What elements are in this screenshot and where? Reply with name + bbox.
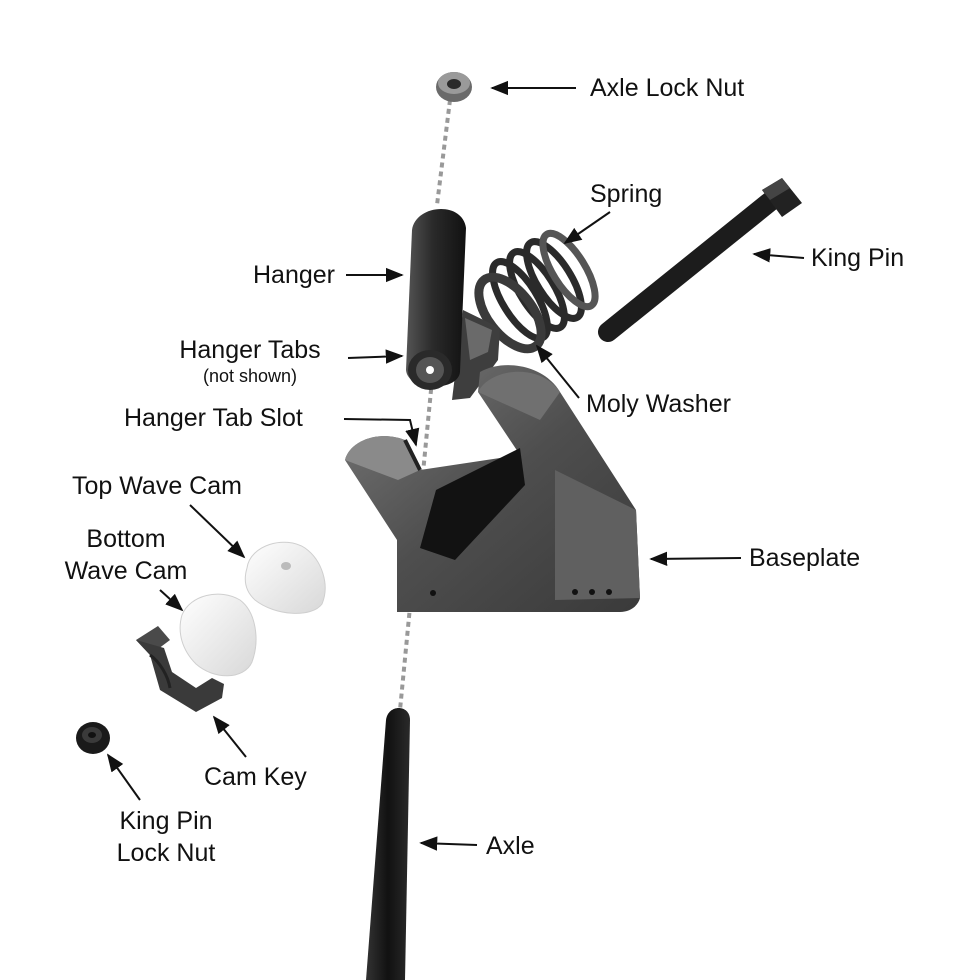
label-spring: Spring bbox=[590, 180, 663, 208]
bottom-wave-cam-part bbox=[179, 593, 257, 677]
label-baseplate: Baseplate bbox=[749, 544, 861, 572]
label-bottom-wave-cam: Bottom Wave Cam bbox=[56, 523, 196, 587]
axle-lock-nut-part bbox=[436, 72, 472, 102]
axle-axis-line bbox=[398, 99, 452, 711]
label-axle-lock-nut: Axle Lock Nut bbox=[590, 74, 745, 102]
label-hanger-tabs-note: (not shown) bbox=[202, 366, 298, 386]
label-hanger-tabs: Hanger Tabs (not shown) bbox=[170, 334, 330, 386]
label-bottom-wave-cam-line1: Bottom bbox=[86, 525, 166, 553]
baseplate-part bbox=[345, 365, 640, 612]
axle-part bbox=[366, 708, 410, 980]
label-king-pin-lock-nut-line1: King Pin bbox=[119, 807, 213, 835]
label-hanger-tab-slot: Hanger Tab Slot bbox=[124, 404, 303, 432]
cam-key-part bbox=[136, 626, 224, 712]
label-hanger: Hanger bbox=[253, 261, 335, 289]
label-king-pin: King Pin bbox=[811, 244, 905, 272]
hanger-part bbox=[406, 209, 500, 400]
label-moly-washer: Moly Washer bbox=[586, 390, 731, 418]
leader-arrows bbox=[106, 80, 805, 851]
label-king-pin-lock-nut: King Pin Lock Nut bbox=[100, 805, 232, 869]
king-pin-part bbox=[598, 178, 802, 342]
label-axle: Axle bbox=[486, 832, 535, 860]
label-bottom-wave-cam-line2: Wave Cam bbox=[64, 557, 188, 585]
label-king-pin-lock-nut-line2: Lock Nut bbox=[116, 839, 216, 867]
label-hanger-tabs-main: Hanger Tabs bbox=[179, 336, 321, 364]
king-pin-lock-nut-part bbox=[76, 722, 110, 754]
label-cam-key: Cam Key bbox=[204, 763, 307, 791]
top-wave-cam-part bbox=[244, 541, 326, 614]
label-top-wave-cam: Top Wave Cam bbox=[72, 472, 242, 500]
